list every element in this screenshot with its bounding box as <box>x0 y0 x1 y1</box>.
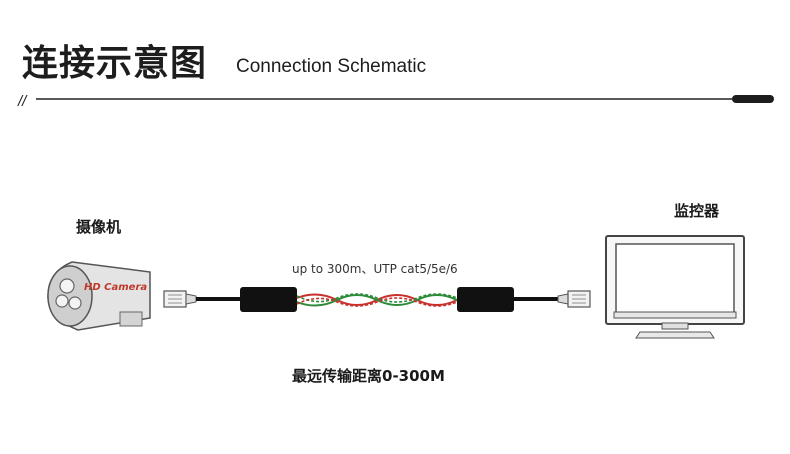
rj45-plug-right-icon <box>557 290 591 308</box>
cable-spec-label: up to 300m、UTP cat5/5e/6 <box>292 262 458 276</box>
camera-brand-text: HD Camera <box>84 282 147 293</box>
page-subtitle: Connection Schematic <box>236 56 427 77</box>
monitor-label: 监控器 <box>674 202 720 220</box>
distance-label: 最远传输距离0-300M <box>292 367 445 385</box>
monitor-icon <box>605 235 745 339</box>
video-balun-right <box>457 287 514 312</box>
camera-icon: HD Camera <box>47 261 151 331</box>
rj45-plug-left-icon <box>163 290 197 308</box>
page-title: 连接示意图 <box>22 43 208 84</box>
twisted-pair-cable <box>296 293 458 307</box>
camera-label: 摄像机 <box>76 218 122 236</box>
video-balun-left <box>240 287 297 312</box>
slash-mark: // <box>17 93 28 110</box>
divider-end-cap <box>732 95 774 103</box>
